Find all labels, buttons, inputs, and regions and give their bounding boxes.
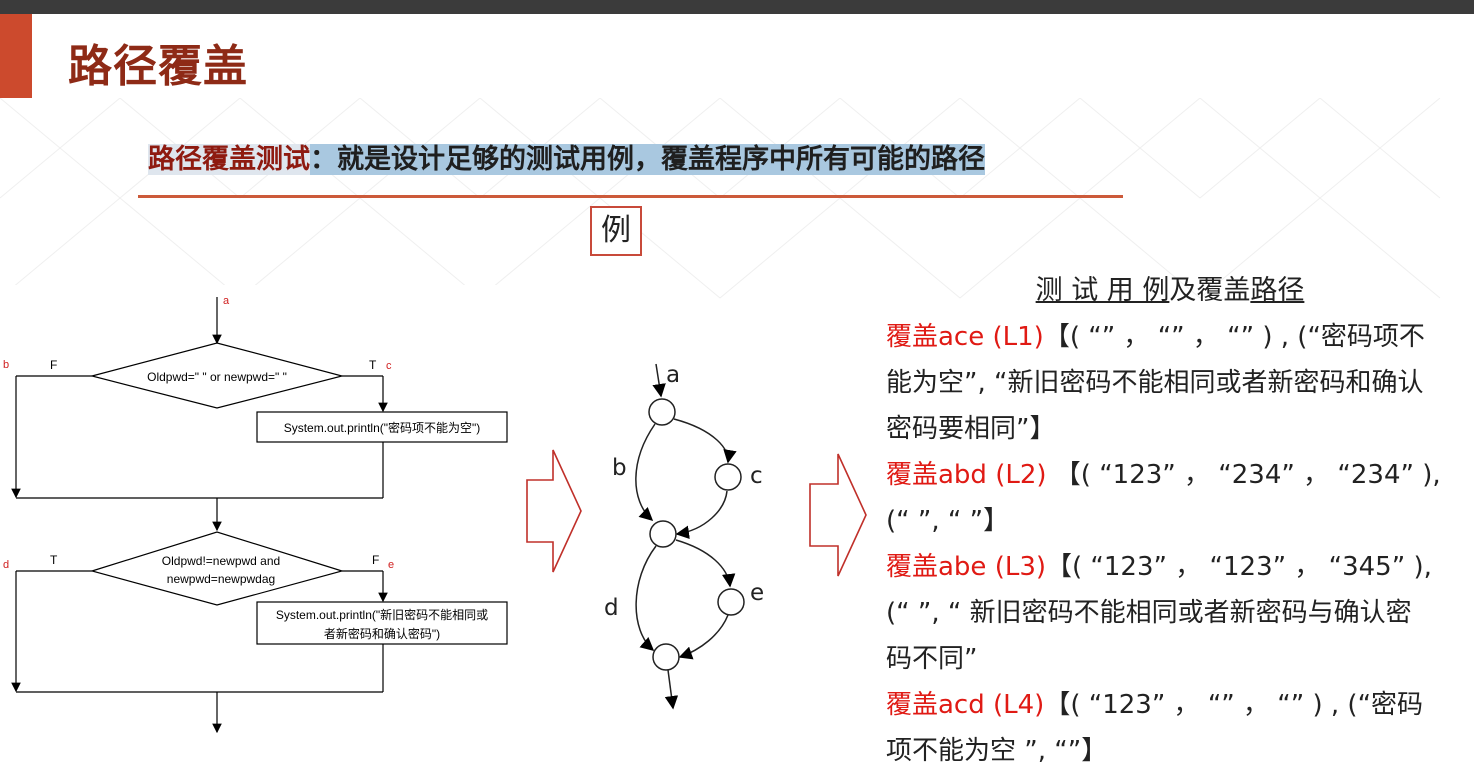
example-box: 例 <box>590 206 642 256</box>
testcase-l3-label: 覆盖abe (L3) <box>886 552 1047 582</box>
testcase-l1: 覆盖ace (L1)【( “” ， “” ， “” ) , (“密码项不 <box>886 322 1425 352</box>
testcase-l2-cont: (“ ”, “ ”】 <box>886 506 1010 536</box>
definition-body: ：就是设计足够的测试用例，覆盖程序中所有可能的路径 <box>310 144 985 175</box>
testcase-l4: 覆盖acd (L4)【( “123” ， “” ， “” ) , (“密码 <box>886 690 1424 720</box>
testcase-l3: 覆盖abe (L3)【( “123” ， “123” ， “345” ), <box>886 552 1432 582</box>
flow-print1: System.out.println("密码项不能为空") <box>284 420 481 435</box>
flow-label-e: e <box>388 559 394 571</box>
page-title: 路径覆盖 <box>68 41 248 92</box>
flow-label-b: b <box>3 359 9 371</box>
graph-node-c: c <box>750 463 763 489</box>
graph-node-d: d <box>604 595 619 621</box>
flow-label-c: c <box>386 360 392 372</box>
top-bar <box>0 0 1474 14</box>
testcase-heading: 测 试 用 例及覆盖路径 <box>1035 275 1305 306</box>
flow-label-a: a <box>223 295 230 307</box>
testcase-l3-cont: 码不同” <box>886 644 978 674</box>
title-accent-bar <box>0 14 32 98</box>
definition-text: 路径覆盖测试：就是设计足够的测试用例，覆盖程序中所有可能的路径 <box>148 142 985 178</box>
graph-node-b: b <box>612 455 627 481</box>
testcase-l1-cont: 密码要相同”】 <box>886 414 1056 444</box>
flow-print2-line1: System.out.println("新旧密码不能相同或 <box>276 607 488 622</box>
right-arrow-icon <box>809 453 867 577</box>
testcase-l3-cont: (“ ”, “ 新旧密码不能相同或者新密码与确认密 <box>886 598 1412 628</box>
right-arrow-icon <box>526 449 582 573</box>
path-graph: a b c d e <box>604 362 764 710</box>
flow-cond2-line1: Oldpwd!=newpwd and <box>162 554 280 568</box>
testcase-l2-label: 覆盖abd (L2) <box>886 460 1047 490</box>
graph-node-e: e <box>750 580 764 606</box>
flow-cond1-false: F <box>50 358 57 372</box>
flow-cond2-true: T <box>50 553 58 567</box>
flow-label-d: d <box>3 559 9 571</box>
testcase-l4-label: 覆盖acd (L4) <box>886 690 1045 720</box>
flow-cond2-line2: newpwd=newpwdag <box>167 572 275 586</box>
flow-cond1-true: T <box>369 358 377 372</box>
divider-line <box>138 195 1123 198</box>
testcase-l1-label: 覆盖ace (L1) <box>886 322 1044 352</box>
testcase-panel: 测 试 用 例及覆盖路径 覆盖ace (L1)【( “” ， “” ， “” )… <box>886 268 1471 774</box>
testcase-l2: 覆盖abd (L2) 【( “123” ， “234” ， “234” ), <box>886 460 1441 490</box>
flow-cond1: Oldpwd=" " or newpwd=" " <box>147 370 287 384</box>
flow-cond2-false: F <box>372 553 379 567</box>
testcase-l4-cont: 项不能为空 ”, “”】 <box>886 736 1108 766</box>
flow-print2-line2: 者新密码和确认密码") <box>324 626 440 641</box>
flowchart: a b F T c Oldpwd=" " or newpwd=" " Syste… <box>0 285 512 740</box>
graph-node-a: a <box>666 362 680 388</box>
testcase-l1-cont: 能为空”, “新旧密码不能相同或者新密码和确认 <box>886 368 1424 398</box>
definition-term: 路径覆盖测试 <box>148 144 310 175</box>
